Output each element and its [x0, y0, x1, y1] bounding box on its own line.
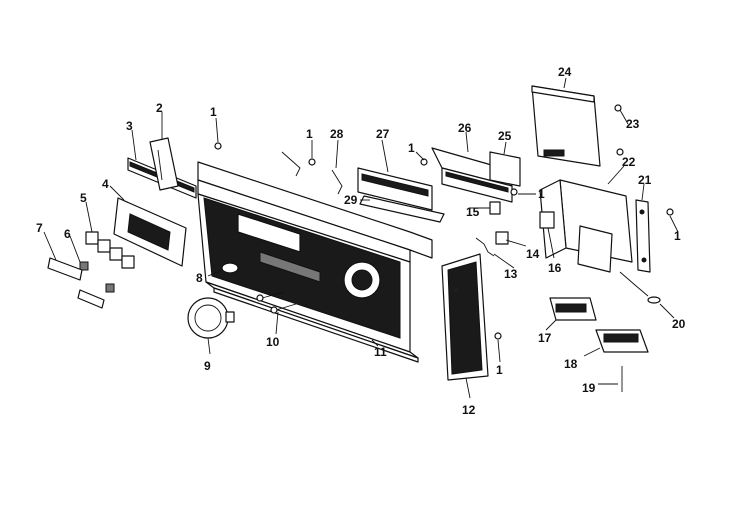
callout-3: 3: [126, 119, 133, 133]
callout-1: 1: [538, 187, 545, 201]
callout-22: 22: [622, 155, 636, 169]
callout-12: 12: [462, 403, 476, 417]
callout-20: 20: [672, 317, 686, 331]
callout-21: 21: [638, 173, 652, 187]
callout-17: 17: [538, 331, 552, 345]
right-bracket: [635, 199, 651, 273]
button-caps: [47, 257, 105, 309]
callout-23: 23: [626, 117, 640, 131]
bar-bracket: [359, 195, 445, 223]
callout-1: 1: [306, 127, 313, 141]
callout-4: 4: [102, 177, 109, 191]
button-springs: [79, 261, 115, 293]
side-bracket: [149, 137, 179, 191]
callout-10: 10: [266, 335, 280, 349]
push-buttons: [85, 231, 135, 269]
callout-28: 28: [330, 127, 344, 141]
callout-labels: 1 1 1 1 1 1 2 3 4 5 6 7 8 9 10 11 12 13 …: [36, 65, 686, 417]
timer-knob: [187, 297, 235, 339]
callout-29: 29: [344, 193, 358, 207]
callout-26: 26: [458, 121, 472, 135]
callout-27: 27: [376, 127, 390, 141]
callout-13: 13: [504, 267, 518, 281]
callout-1: 1: [674, 229, 681, 243]
callout-8: 8: [196, 271, 203, 285]
callout-14: 14: [526, 247, 540, 261]
callout-19: 19: [582, 381, 596, 395]
callout-15: 15: [466, 205, 480, 219]
panel-screws: [256, 291, 297, 314]
callout-9: 9: [204, 359, 211, 373]
callout-1: 1: [408, 141, 415, 155]
callout-1: 1: [496, 363, 503, 377]
leader-lines: [43, 77, 679, 399]
callout-1: 1: [210, 105, 217, 119]
relay-module: [549, 297, 597, 321]
callout-2: 2: [156, 101, 163, 115]
callout-25: 25: [498, 129, 512, 143]
door-switch: [595, 329, 649, 353]
top-cover: [531, 85, 601, 167]
small-bracket: [489, 201, 501, 215]
selector-switch: [539, 211, 555, 229]
switch-actuator: [495, 231, 509, 245]
switch-cover: [489, 151, 521, 187]
loose-screws: [214, 142, 674, 340]
knob-spindle: [221, 262, 239, 274]
callout-18: 18: [564, 357, 578, 371]
vent-grille: [441, 253, 489, 381]
console-panel: [197, 161, 433, 363]
mounting-clip: [281, 151, 343, 195]
terminal-wire: [619, 271, 661, 304]
callout-7: 7: [36, 221, 43, 235]
cover-screws: [614, 104, 624, 156]
callout-16: 16: [548, 261, 562, 275]
callout-11: 11: [374, 345, 387, 359]
switch-bar: [357, 167, 433, 211]
left-bezel: [113, 197, 187, 267]
callout-6: 6: [64, 227, 71, 241]
callout-5: 5: [80, 191, 87, 205]
spring-clip: [475, 237, 495, 257]
callout-24: 24: [558, 65, 572, 79]
